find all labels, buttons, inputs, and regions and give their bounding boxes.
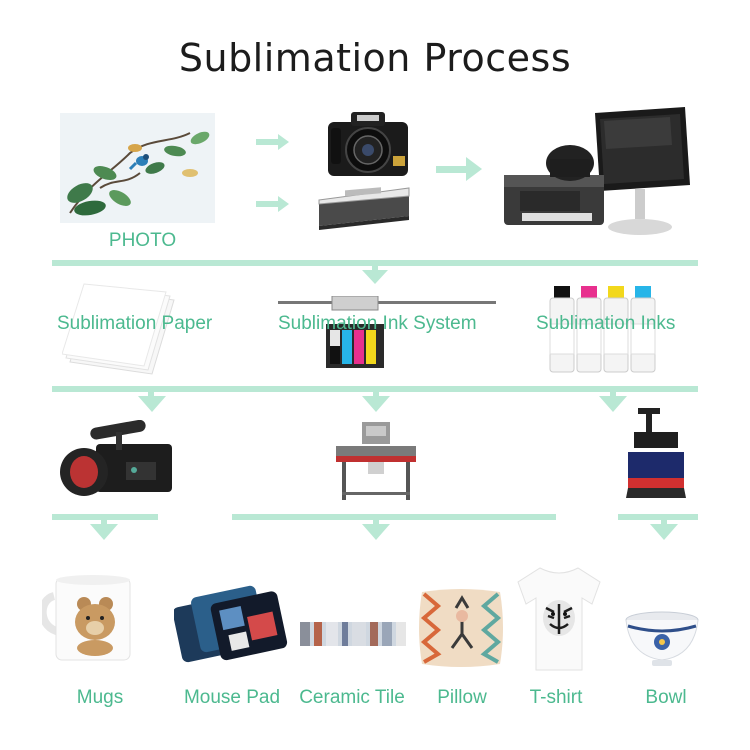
mug-press-icon	[56, 420, 176, 500]
arrow-shaft	[256, 139, 278, 145]
product-label: Bowl	[645, 687, 687, 708]
arrow-down-icon	[650, 524, 678, 540]
ink-system-label: Sublimation Ink System	[278, 313, 477, 334]
arrow-shaft	[256, 201, 278, 207]
arrow-down-icon	[90, 524, 118, 540]
product-label: T-shirt	[529, 687, 583, 708]
sublimation-paper-icon	[62, 282, 182, 377]
scanner-icon	[315, 182, 413, 232]
arrow-down-icon	[362, 396, 390, 412]
heat-press-icon	[624, 406, 688, 502]
arrow-right-icon	[466, 157, 482, 181]
pillow-image	[416, 586, 506, 670]
arrow-shaft	[148, 392, 154, 398]
connector-line	[52, 260, 698, 266]
arrow-down-icon	[599, 396, 627, 412]
page-title: Sublimation Process	[178, 36, 572, 80]
tshirt-image	[516, 564, 602, 674]
connector-line	[52, 514, 158, 520]
arrow-down-icon	[362, 524, 390, 540]
connector-line	[52, 386, 698, 392]
arrow-shaft	[373, 520, 379, 526]
product-label: Ceramic Tile	[299, 687, 405, 708]
arrow-down-icon	[138, 396, 166, 412]
photo-image	[60, 113, 215, 223]
sublimation-paper-label: Sublimation Paper	[57, 313, 213, 334]
arrow-right-icon	[278, 196, 289, 212]
connector-line	[618, 514, 698, 520]
arrow-shaft	[436, 166, 468, 173]
arrow-shaft	[101, 520, 107, 526]
ink-bottles-icon	[546, 284, 662, 374]
mouse-pad-image	[174, 580, 292, 666]
arrow-shaft	[372, 266, 378, 272]
arrow-right-icon	[278, 134, 289, 150]
arrow-shaft	[661, 520, 667, 526]
product-label: Pillow	[437, 687, 487, 708]
arrow-down-icon	[362, 270, 388, 284]
product-label: Mouse Pad	[183, 687, 281, 708]
mug-image	[42, 572, 138, 664]
photo-label: PHOTO	[108, 230, 177, 251]
product-label: Mugs	[76, 687, 124, 708]
computer-printer-icon	[500, 105, 700, 240]
arrow-shaft	[373, 392, 379, 398]
bowl-image	[624, 610, 700, 668]
connector-line	[232, 514, 556, 520]
arrow-shaft	[610, 392, 616, 398]
camera-icon	[323, 108, 413, 178]
ceramic-tile-image	[300, 622, 406, 646]
sublimation-inks-label: Sublimation Inks	[536, 313, 676, 334]
pneumatic-press-icon	[332, 420, 420, 506]
ink-system-icon	[278, 296, 496, 372]
